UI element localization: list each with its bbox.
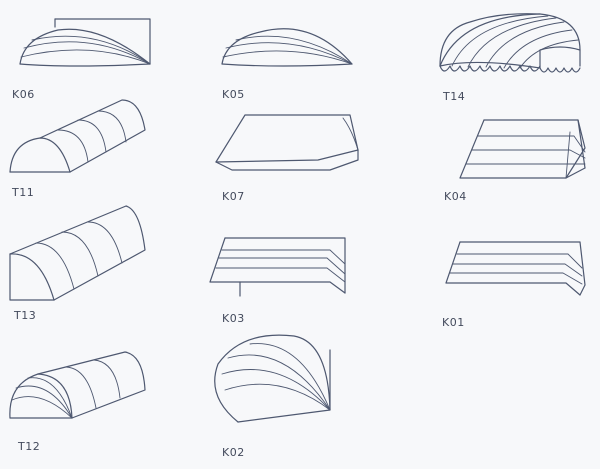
label-t14: T14	[443, 90, 466, 103]
awning-k05-drawing	[221, 28, 353, 67]
label-t12: T12	[18, 440, 41, 453]
awning-t14-drawing	[439, 13, 581, 73]
awning-k02-drawing	[214, 334, 331, 423]
awning-t12-drawing	[9, 351, 146, 419]
awning-t11-drawing	[9, 99, 146, 173]
label-k03: K03	[222, 312, 245, 325]
awning-t13-drawing	[9, 205, 146, 301]
label-k06: K06	[12, 88, 35, 101]
label-t13: T13	[14, 309, 37, 322]
label-k02: K02	[222, 446, 245, 459]
awning-k04-drawing	[459, 119, 586, 179]
label-k05: K05	[222, 88, 245, 101]
awning-k03-drawing	[209, 237, 346, 297]
awning-k01-drawing	[445, 241, 586, 296]
label-k01: K01	[442, 316, 465, 329]
label-t11: T11	[12, 186, 35, 199]
awning-k06-drawing	[19, 18, 151, 67]
label-k04: K04	[444, 190, 467, 203]
label-k07: K07	[222, 190, 245, 203]
awning-k07-drawing	[215, 114, 359, 171]
